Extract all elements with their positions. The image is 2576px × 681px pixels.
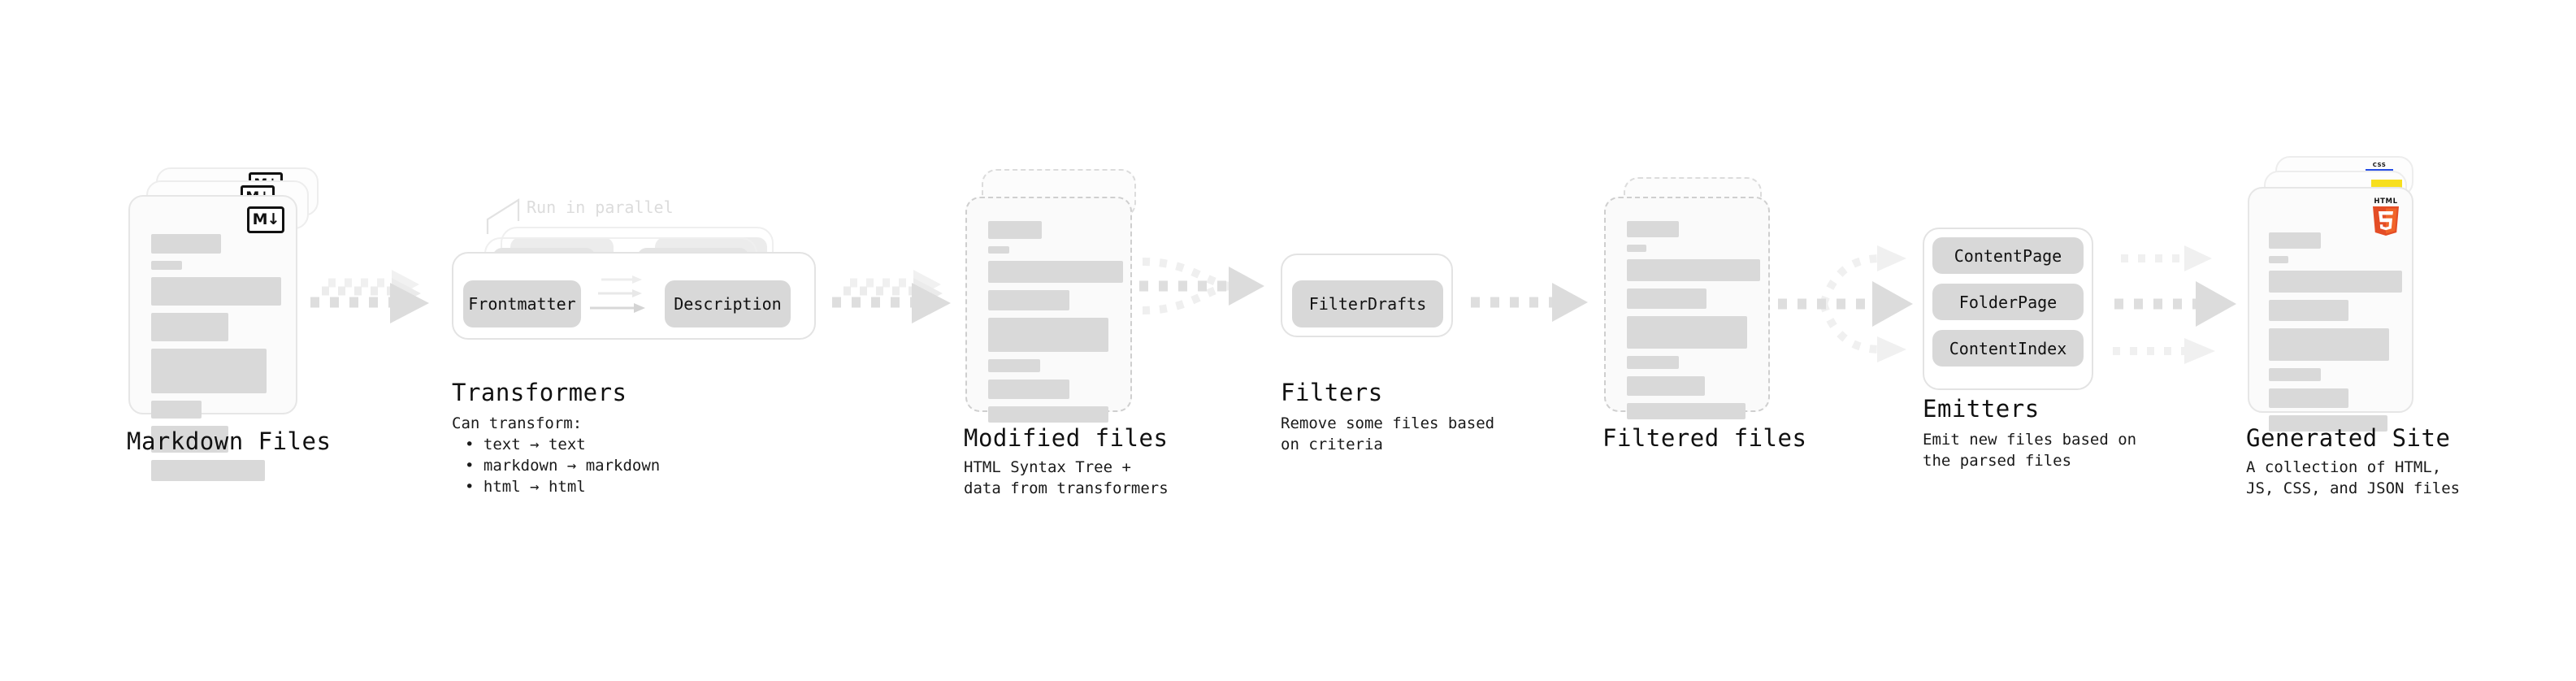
filtered-card-bars xyxy=(1627,221,1760,427)
doc-bar xyxy=(151,426,228,453)
chip-content-page[interactable]: ContentPage xyxy=(1932,237,2084,274)
chip-frontmatter[interactable]: Frontmatter xyxy=(463,280,581,327)
doc-bar xyxy=(2269,368,2321,381)
doc-bar xyxy=(151,349,267,393)
label-generated-site: Generated Site xyxy=(2246,424,2451,452)
doc-bar xyxy=(151,277,281,306)
modified-card-bars xyxy=(988,221,1123,430)
label-filtered-files: Filtered files xyxy=(1602,424,1807,452)
label-run-in-parallel: Run in parallel xyxy=(527,197,674,217)
label-filters-subtitle: Remove some files based on criteria xyxy=(1281,414,1495,453)
svg-text:HTML: HTML xyxy=(2374,197,2397,206)
filtered-file-card[interactable] xyxy=(1604,197,1770,419)
label-transformers-item-3: • html → html xyxy=(465,478,586,496)
run-in-parallel-bracket xyxy=(486,195,575,236)
doc-bar xyxy=(151,234,221,254)
css-badge-label: CSS xyxy=(2372,162,2387,168)
doc-bar xyxy=(1627,403,1746,419)
label-transformers-subtitle: Can transform: xyxy=(452,414,583,432)
doc-bar xyxy=(2269,232,2321,249)
doc-bar xyxy=(151,401,202,419)
label-emitters: Emitters xyxy=(1923,395,2040,423)
doc-bar xyxy=(151,313,228,341)
doc-bar xyxy=(2269,256,2288,263)
doc-bar xyxy=(2269,300,2348,321)
doc-bar xyxy=(2269,415,2387,432)
label-filters: Filters xyxy=(1281,379,1383,406)
arrow-modified-to-filters xyxy=(1138,244,1292,349)
doc-bar xyxy=(988,246,1009,254)
doc-bar xyxy=(1627,245,1646,252)
generated-site-card[interactable]: HTML xyxy=(2248,187,2413,432)
doc-bar xyxy=(1627,221,1679,237)
chip-content-index[interactable]: ContentIndex xyxy=(1932,330,2084,367)
doc-bar xyxy=(1627,288,1706,309)
label-markdown-files: Markdown Files xyxy=(127,427,332,455)
label-modified-files: Modified files xyxy=(964,424,1169,452)
label-emitters-subtitle: Emit new files based on the parsed files xyxy=(1923,431,2137,470)
label-transformers-item-2: • markdown → markdown xyxy=(465,457,661,475)
doc-bar xyxy=(1627,356,1679,369)
doc-bar xyxy=(988,406,1108,423)
markdown-card-bars xyxy=(151,234,281,488)
doc-bar xyxy=(988,221,1042,239)
doc-bar xyxy=(1627,316,1747,349)
arrow-markdown-to-transformers xyxy=(307,268,453,341)
doc-bar xyxy=(988,359,1040,372)
doc-bar xyxy=(988,261,1123,283)
label-modified-files-subtitle: HTML Syntax Tree + data from transformer… xyxy=(964,458,1169,497)
label-transformers-item-1: • text → text xyxy=(465,436,586,453)
label-transformers: Transformers xyxy=(452,379,627,406)
transformer-inner-arrows xyxy=(590,275,699,332)
markdown-badge-icon: M↓ xyxy=(247,206,284,233)
arrow-filtered-to-emitters xyxy=(1776,232,1931,375)
arrow-emitters-to-site xyxy=(2111,232,2266,379)
doc-bar xyxy=(988,318,1108,352)
modified-file-card[interactable] xyxy=(965,197,1132,423)
doc-bar xyxy=(1627,259,1760,281)
doc-bar xyxy=(151,460,265,481)
doc-bar xyxy=(2269,271,2402,293)
doc-bar xyxy=(988,290,1069,310)
doc-bar xyxy=(1627,376,1705,396)
chip-description[interactable]: Description xyxy=(665,280,791,327)
chip-folder-page[interactable]: FolderPage xyxy=(1932,284,2084,320)
doc-bar xyxy=(988,380,1069,399)
doc-bar xyxy=(2269,328,2389,361)
arrow-filters-to-filtered xyxy=(1469,283,1607,335)
generated-site-bars xyxy=(2269,232,2402,439)
arrow-transformers-to-modified xyxy=(829,268,975,341)
chip-filter-drafts[interactable]: FilterDrafts xyxy=(1292,280,1443,327)
label-generated-site-subtitle: A collection of HTML, JS, CSS, and JSON … xyxy=(2246,458,2461,497)
doc-bar xyxy=(2269,388,2348,408)
doc-bar xyxy=(151,261,182,270)
html5-badge-icon: HTML xyxy=(2368,195,2404,237)
markdown-file-card[interactable]: M↓ xyxy=(128,195,297,481)
